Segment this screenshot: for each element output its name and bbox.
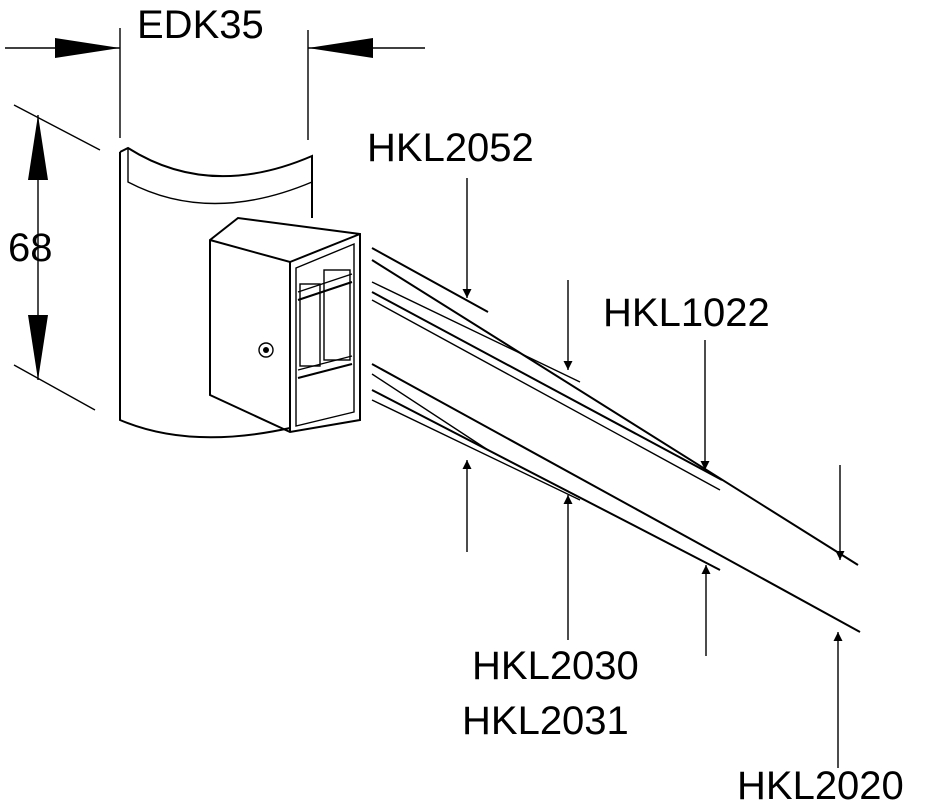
label-hkl2031: HKL2031 xyxy=(462,699,629,743)
label-hkl2030: HKL2030 xyxy=(472,644,639,688)
edk35-cover xyxy=(119,146,313,439)
junction-box xyxy=(209,216,361,434)
label-edk35: EDK35 xyxy=(137,3,264,47)
channel-profiles xyxy=(371,247,861,633)
label-hkl2020: HKL2020 xyxy=(737,764,904,808)
height-dimension xyxy=(13,104,101,411)
label-hkl1022: HKL1022 xyxy=(603,291,770,335)
leader-arrows xyxy=(462,178,845,768)
label-height-68: 68 xyxy=(8,226,53,270)
width-dimension xyxy=(5,28,425,140)
label-hkl2052: HKL2052 xyxy=(367,126,534,170)
